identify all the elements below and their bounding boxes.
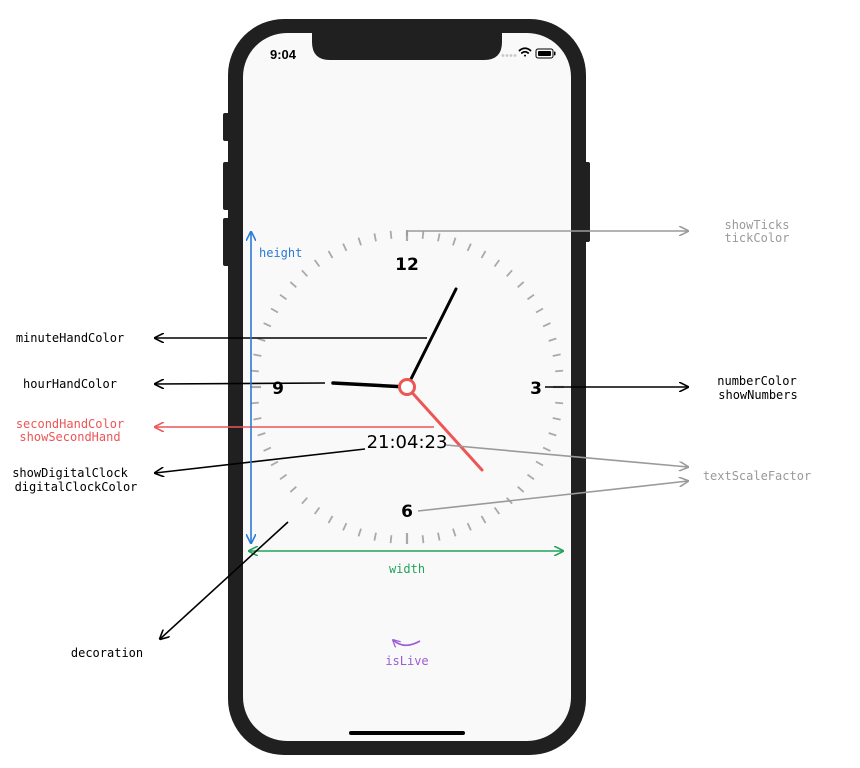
- clock-tick: [542, 446, 551, 452]
- label-is-live: isLive: [385, 654, 428, 668]
- clock-number-12: 12: [395, 255, 419, 275]
- clock-tick: [542, 322, 551, 328]
- clock-tick: [313, 506, 321, 515]
- clock-tick: [250, 369, 259, 373]
- clock-tick: [466, 243, 472, 252]
- clock-number-3: 3: [530, 379, 542, 399]
- clock-tick: [555, 401, 564, 405]
- clock-tick: [289, 281, 297, 288]
- phone-notch: [312, 33, 502, 60]
- clock-tick: [327, 250, 334, 259]
- clock-tick: [437, 532, 441, 541]
- clock-tick: [526, 473, 535, 481]
- clock-tick: [548, 432, 557, 437]
- clock-tick: [301, 497, 308, 505]
- clock-tick: [357, 528, 362, 537]
- clock-tick: [263, 446, 272, 452]
- annotation-labels: showTicks tickColor minuteHandColor hour…: [12, 218, 811, 668]
- clock-tick: [480, 515, 487, 524]
- clock-tick: [279, 473, 288, 481]
- clock-tick: [506, 269, 513, 277]
- clock-tick: [263, 322, 272, 328]
- label-minute-hand-color: minuteHandColor: [16, 331, 124, 345]
- clock-tick: [493, 259, 501, 268]
- clock-tick: [289, 486, 297, 493]
- clock-number-6: 6: [401, 502, 413, 522]
- clock-tick: [466, 522, 472, 531]
- label-second-hand-color: secondHandColor: [16, 417, 124, 431]
- second-hand: [405, 385, 484, 472]
- clock-tick: [517, 281, 525, 288]
- clock-tick: [257, 432, 266, 437]
- home-indicator: [349, 731, 465, 735]
- clock-tick: [373, 532, 377, 541]
- clock-tick: [452, 528, 457, 537]
- battery-icon: [535, 48, 556, 59]
- clock-tick: [342, 522, 348, 531]
- label-show-numbers: showNumbers: [718, 388, 797, 402]
- clock-tick: [342, 243, 348, 252]
- clock-tick: [270, 460, 279, 467]
- label-height: height: [259, 246, 302, 260]
- clock-tick: [480, 250, 487, 259]
- label-hour-hand-color: hourHandColor: [23, 377, 117, 391]
- clock-tick: [373, 233, 377, 242]
- label-show-digital-clock: showDigitalClock: [12, 466, 128, 480]
- clock-tick: [535, 307, 544, 314]
- annotation-arrows: [155, 231, 688, 645]
- minute-hand: [405, 287, 458, 389]
- clock-tick: [389, 230, 393, 239]
- label-tick-color: tickColor: [724, 231, 789, 245]
- label-show-second-hand: showSecondHand: [19, 430, 120, 444]
- clock-tick: [313, 259, 321, 268]
- text-scale-factor-arrow-lower: [417, 481, 688, 512]
- digital-clock: 21:04:23: [367, 432, 448, 453]
- clock-tick: [250, 401, 259, 405]
- clock-tick: [279, 293, 288, 301]
- clock-tick: [517, 486, 525, 493]
- label-number-color: numberColor: [717, 374, 796, 388]
- label-decoration: decoration: [71, 646, 143, 660]
- clock-tick: [421, 230, 425, 239]
- clock-tick: [270, 307, 279, 314]
- label-text-scale-factor: textScaleFactor: [703, 469, 811, 483]
- clock-center-pin: [398, 378, 416, 396]
- clock-tick: [535, 460, 544, 467]
- clock-tick: [526, 293, 535, 301]
- clock-tick: [437, 233, 441, 242]
- clock-tick: [552, 417, 561, 421]
- clock-tick: [421, 535, 425, 544]
- is-live-arrow: [393, 640, 421, 645]
- clock-tick: [257, 337, 266, 342]
- hour-hand-color-arrow: [155, 383, 326, 384]
- label-width: width: [389, 562, 425, 576]
- clock-tick: [552, 353, 561, 357]
- decoration-arrow: [160, 521, 289, 639]
- clock-tick: [357, 237, 362, 246]
- clock-tick: [548, 337, 557, 342]
- clock-tick: [452, 237, 457, 246]
- clock-tick: [301, 269, 308, 277]
- status-time: 9:04: [270, 47, 297, 62]
- wifi-icon: [518, 47, 532, 57]
- hour-hand: [331, 381, 409, 389]
- label-digital-clock-color: digitalClockColor: [15, 480, 138, 494]
- clock-tick: [389, 535, 393, 544]
- clock-tick: [555, 369, 564, 373]
- digital-clock-arrow: [155, 448, 366, 473]
- signal-icon: [501, 54, 517, 57]
- clock-tick: [493, 506, 501, 515]
- clock-tick: [327, 515, 334, 524]
- show-ticks-arrow: [406, 231, 688, 236]
- clock-number-9: 9: [272, 379, 284, 399]
- label-show-ticks: showTicks: [724, 218, 789, 232]
- text-scale-factor-arrow-upper: [445, 444, 688, 467]
